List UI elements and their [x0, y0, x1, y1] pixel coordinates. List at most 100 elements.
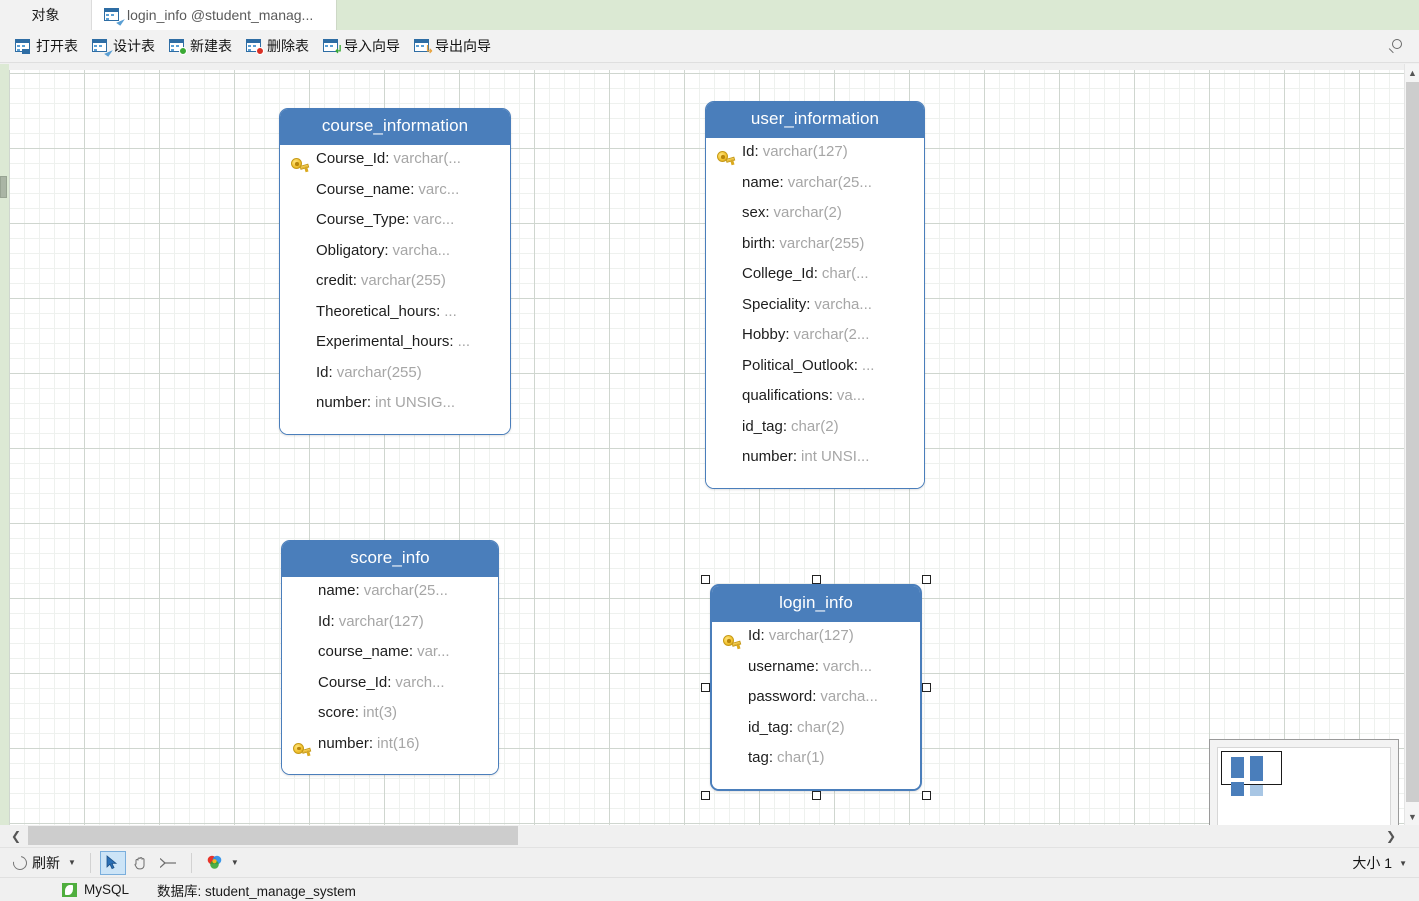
minimap-viewport[interactable] [1217, 747, 1391, 825]
er-field-type: varchar(127) [338, 612, 424, 630]
er-field-colon: : [813, 265, 818, 282]
er-field-type: varchar(255) [779, 234, 865, 252]
er-field-row[interactable]: Course_Id:varchar(... [286, 150, 504, 181]
tab-bar-empty-area [337, 0, 1419, 30]
field-key-spacer [714, 394, 742, 410]
er-table-fields-login_info: Id:varchar(127)username:varch...password… [712, 622, 920, 789]
minimap-view-rect[interactable] [1221, 751, 1282, 796]
er-field-row[interactable]: Obligatory:varcha... [286, 242, 504, 273]
chevron-down-icon[interactable]: ▼ [1408, 811, 1417, 822]
er-field-row[interactable]: number:int UNSI... [712, 448, 918, 479]
open-table-button[interactable]: 打开表 [8, 33, 85, 59]
field-key-spacer [720, 756, 748, 772]
er-field-type: varchar(127) [768, 627, 854, 644]
er-field-colon: : [352, 272, 357, 289]
er-field-row[interactable]: course_name:var... [288, 643, 492, 674]
er-field-row[interactable]: Id:varchar(127) [288, 613, 492, 644]
er-field-row[interactable]: Course_name:varc... [286, 181, 504, 212]
er-field-row[interactable]: Id:varchar(127) [718, 627, 914, 658]
selection-handle-se[interactable] [922, 791, 931, 800]
canvas-splitter-handle[interactable] [0, 176, 7, 198]
er-field-row[interactable]: qualifications:va... [712, 387, 918, 418]
chevron-up-icon[interactable]: ▲ [1408, 67, 1417, 78]
minimap-panel[interactable]: ↘ [1209, 739, 1399, 825]
er-field-row[interactable]: birth:varchar(255) [712, 235, 918, 266]
hand-pan-icon [134, 856, 145, 869]
er-field-row[interactable]: password:varcha... [718, 688, 914, 719]
horizontal-scrollbar[interactable]: ❮ ❯ [0, 825, 1419, 847]
er-field-row[interactable]: name:varchar(25... [712, 174, 918, 205]
chevron-left-icon[interactable]: ❮ [10, 829, 22, 843]
er-field-row[interactable]: Experimental_hours:... [286, 333, 504, 364]
er-field-colon: : [788, 718, 794, 736]
minimap-table-thumb [1250, 785, 1263, 796]
primary-key-icon [288, 157, 316, 173]
er-field-row[interactable]: tag:char(1) [718, 749, 914, 780]
selection-handle-s[interactable] [811, 791, 821, 800]
er-field-row[interactable]: Political_Outlook:... [712, 357, 918, 388]
tab-objects[interactable]: 对象 [0, 0, 92, 30]
export-wizard-button[interactable]: ↳ 导出向导 [407, 33, 498, 59]
er-field-row[interactable]: Id:varchar(127) [712, 143, 918, 174]
er-field-row[interactable]: credit:varchar(255) [286, 272, 504, 303]
er-field-row[interactable]: Speciality:varcha... [712, 296, 918, 327]
diagram-size-control[interactable]: 大小 1 ▼ [1352, 848, 1407, 878]
field-key-spacer [720, 726, 748, 742]
field-key-spacer [720, 665, 748, 681]
design-table-button[interactable]: 设计表 [85, 33, 162, 59]
er-field-row[interactable]: Course_Id:varch... [288, 674, 492, 705]
vertical-scrollbar[interactable]: ▲ ▼ [1404, 64, 1419, 825]
pointer-tool-button[interactable] [99, 850, 126, 875]
color-caret-down-icon[interactable]: ▼ [230, 858, 239, 867]
er-field-row[interactable]: Hobby:varchar(2... [712, 326, 918, 357]
selection-handle-n[interactable] [811, 575, 821, 584]
status-bar: MySQL 数据库: student_manage_system [0, 877, 1419, 901]
er-field-row[interactable]: College_Id:char(... [712, 265, 918, 296]
er-field-row[interactable]: Id:varchar(255) [286, 364, 504, 395]
er-field-row[interactable]: id_tag:char(2) [712, 418, 918, 449]
selection-handle-ne[interactable] [922, 575, 931, 584]
horizontal-scroll-thumb[interactable] [28, 826, 518, 845]
toolbar-divider-2 [190, 852, 192, 873]
delete-table-button[interactable]: 删除表 [239, 33, 316, 59]
minimap-table-thumb [1231, 757, 1244, 778]
selection-handle-e[interactable] [922, 683, 931, 692]
relationship-link-icon [160, 857, 177, 868]
er-field-row[interactable]: Course_Type:varc... [286, 211, 504, 242]
vertical-scroll-thumb[interactable] [1406, 82, 1419, 802]
er-field-name: qualifications [742, 387, 829, 404]
search-button[interactable] [1379, 33, 1413, 59]
hand-pan-tool-button[interactable] [128, 851, 154, 875]
tab-login-info[interactable]: login_info @student_manag... [92, 0, 337, 30]
size-caret-down-icon[interactable]: ▼ [1399, 858, 1407, 868]
color-button[interactable]: ▼ [201, 851, 244, 875]
chevron-right-icon[interactable]: ❯ [1385, 829, 1397, 843]
er-field-row[interactable]: number:int(16) [288, 735, 492, 766]
er-field-row[interactable]: number:int UNSIG... [286, 394, 504, 425]
new-table-button[interactable]: 新建表 [162, 33, 239, 59]
er-field-row[interactable]: Theoretical_hours:... [286, 303, 504, 334]
er-field-row[interactable]: id_tag:char(2) [718, 719, 914, 750]
selection-handle-nw[interactable] [701, 575, 710, 584]
refresh-button[interactable]: 刷新 ▼ [8, 851, 81, 875]
relationship-link-tool-button[interactable] [156, 851, 182, 875]
er-field-row[interactable]: name:varchar(25... [288, 582, 492, 613]
selection-handle-w[interactable] [701, 683, 710, 692]
import-wizard-button[interactable]: ↲ 导入向导 [316, 33, 407, 59]
selection-handle-sw[interactable] [701, 791, 710, 800]
er-field-row[interactable]: username:varch... [718, 658, 914, 689]
er-field-name: College_Id [742, 265, 814, 282]
er-field-row[interactable]: sex:varchar(2) [712, 204, 918, 235]
caret-down-icon[interactable]: ▼ [68, 858, 76, 867]
er-field-name: Id [742, 143, 755, 160]
field-key-spacer [290, 681, 318, 697]
er-field-row[interactable]: score:int(3) [288, 704, 492, 735]
er-field-colon: : [330, 612, 335, 630]
er-field-type: varcha... [392, 241, 451, 259]
